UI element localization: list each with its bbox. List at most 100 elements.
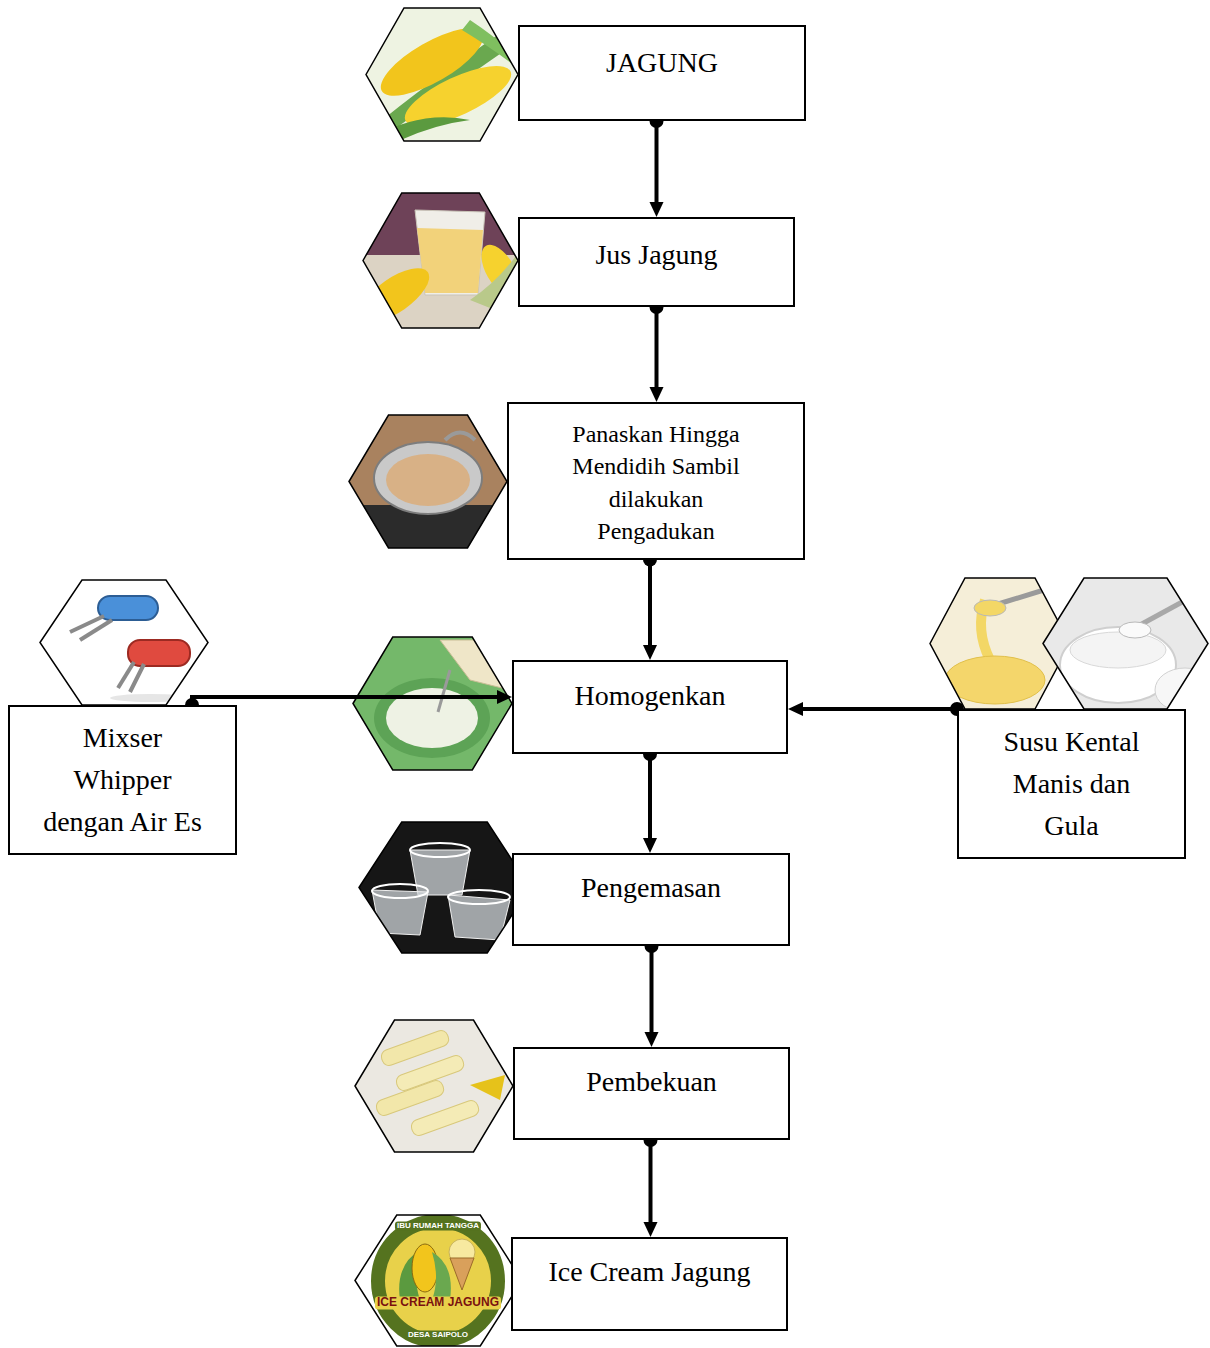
spoon-bowl	[1119, 622, 1151, 638]
hexagon-frame	[355, 1215, 522, 1346]
cup-rim	[448, 890, 510, 904]
hexagon-frame	[40, 580, 208, 705]
pan-handle	[445, 433, 475, 441]
picture-ground	[1040, 575, 1210, 715]
beater	[118, 662, 134, 688]
arrow-head	[788, 702, 803, 716]
frozen-tubes-picture	[350, 1015, 518, 1155]
process-box: JAGUNG	[518, 25, 806, 121]
sugar	[1070, 632, 1166, 668]
logo-picture	[350, 1212, 525, 1348]
step-text: Ice Cream Jagung	[523, 1254, 776, 1290]
cup-rim	[410, 843, 470, 857]
hexagon-frame	[363, 193, 518, 328]
flow-arrow	[644, 1133, 658, 1237]
beater	[130, 664, 144, 692]
leaf	[432, 1252, 451, 1300]
cup	[1155, 668, 1210, 712]
corn-juice-picture	[352, 190, 526, 332]
flow-arrow	[788, 702, 964, 716]
step-text: Pembekuan	[525, 1064, 778, 1100]
picture-ground	[360, 0, 530, 150]
picture-ground	[350, 634, 515, 774]
flow-arrow	[643, 747, 657, 853]
hexagon-frame	[1043, 578, 1208, 709]
arrow-head	[644, 1222, 658, 1237]
pan	[374, 442, 482, 514]
arrow-head	[643, 645, 657, 660]
cup-rim	[372, 884, 428, 898]
cone	[450, 1258, 474, 1290]
hexagon-frame	[355, 1020, 513, 1152]
spoon-bowl	[974, 600, 1006, 616]
arrow-line	[802, 707, 957, 711]
process-box: Pembekuan	[513, 1047, 790, 1140]
flow-arrow	[643, 553, 657, 660]
picture-ground	[38, 578, 210, 708]
arrow-line	[655, 121, 659, 203]
arrow-line	[648, 560, 652, 646]
hexagon-frame	[349, 415, 507, 548]
step-text: Jus Jagung	[530, 237, 783, 273]
mixing-bowl-picture	[350, 634, 515, 774]
beater	[438, 670, 450, 712]
spoon	[995, 585, 1060, 605]
ice-tube	[409, 1099, 480, 1138]
process-box: Pengemasan	[512, 853, 790, 946]
step-text: Homogenkan	[524, 678, 776, 714]
heating-picture	[345, 410, 510, 550]
arrow-line	[192, 697, 498, 705]
hexagon-frame	[353, 637, 512, 770]
arrow-head	[645, 1032, 659, 1047]
beater	[80, 620, 112, 640]
corn-ear	[412, 1244, 438, 1292]
bowl	[374, 678, 490, 758]
picture-ground	[355, 818, 535, 958]
flow-arrow	[650, 114, 664, 217]
pan-liquid	[386, 454, 470, 506]
step-text: JAGUNG	[530, 45, 794, 81]
hexagon-frame	[366, 8, 518, 141]
corn-picture	[360, 0, 530, 150]
picture-ground	[350, 1212, 525, 1348]
process-box: Ice Cream Jagung	[511, 1237, 788, 1331]
arrow-head	[643, 838, 657, 853]
arrow-head	[497, 690, 512, 704]
mixer-picture	[38, 578, 210, 708]
funnel	[470, 1075, 505, 1100]
flow-arrow	[650, 300, 664, 402]
process-box: Homogenkan	[512, 660, 788, 754]
process-box: Susu Kental Manis dan Gula	[957, 709, 1186, 859]
logo-text: DESA SAIPOLO	[406, 1331, 470, 1340]
step-text: Mixser Whipper dengan Air Es	[40, 717, 205, 843]
picture-ground	[345, 410, 510, 550]
husk	[470, 250, 520, 320]
process-box: Mixser Whipper dengan Air Es	[8, 705, 237, 855]
logo-text: ICE CREAM JAGUNG	[375, 1296, 501, 1309]
process-box: Panaskan Hingga Mendidih Sambil dilakuka…	[507, 402, 805, 560]
arrow-line	[649, 1140, 653, 1223]
arrow-line	[648, 754, 652, 839]
ice-tube	[374, 1079, 445, 1118]
sugar-picture	[1040, 575, 1210, 715]
step-text: Susu Kental Manis dan Gula	[989, 721, 1154, 847]
mixer-body	[98, 596, 158, 620]
milk-bowl	[945, 656, 1045, 704]
corn-ear	[352, 258, 437, 332]
hexagon-frame	[359, 822, 530, 953]
arrow-line	[650, 946, 654, 1033]
flow-arrow	[645, 939, 659, 1047]
step-text: Pengemasan	[524, 870, 778, 906]
arrow-head	[650, 202, 664, 217]
cups-picture	[355, 818, 535, 958]
shadow	[110, 694, 190, 702]
logo-text: IBU RUMAH TANGGA	[395, 1222, 481, 1231]
mixer-body	[128, 640, 190, 666]
process-box: Jus Jagung	[518, 217, 795, 307]
step-text: Panaskan Hingga Mendidih Sambil dilakuka…	[554, 418, 758, 548]
picture-ground	[350, 1015, 518, 1155]
arrow-head	[650, 387, 664, 402]
logo-ring	[378, 1221, 498, 1341]
arrow-line	[655, 307, 659, 388]
